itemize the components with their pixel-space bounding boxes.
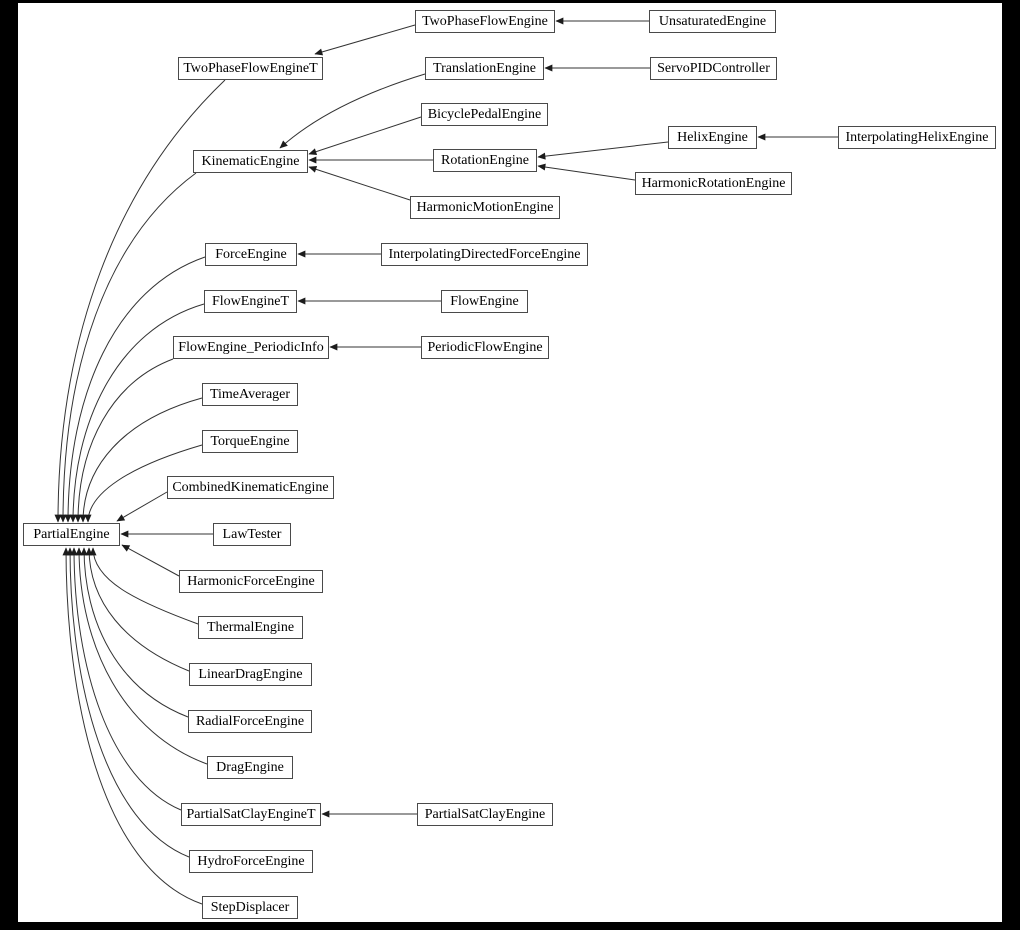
node-HarmonicMotionEngine[interactable]: HarmonicMotionEngine [410, 196, 560, 219]
node-BicyclePedalEngine[interactable]: BicyclePedalEngine [421, 103, 548, 126]
edge-TwoPhaseFlowEngine-TwoPhaseFlowEngineT [314, 24, 416, 56]
node-KinematicEngine[interactable]: KinematicEngine [193, 150, 308, 173]
node-RotationEngine[interactable]: RotationEngine [433, 149, 537, 172]
node-FlowEngine[interactable]: FlowEngine [441, 290, 528, 313]
edge-StepDisplacer-PartialEngine [62, 547, 203, 905]
node-HelixEngine[interactable]: HelixEngine [668, 126, 757, 149]
node-PartialSatClayEngine[interactable]: PartialSatClayEngine [417, 803, 553, 826]
node-TwoPhaseFlowEngine[interactable]: TwoPhaseFlowEngine [415, 10, 555, 33]
node-HydroForceEngine[interactable]: HydroForceEngine [189, 850, 313, 873]
node-HarmonicForceEngine[interactable]: HarmonicForceEngine [179, 570, 323, 593]
edge-TimeAverager-PartialEngine [79, 397, 203, 523]
node-TimeAverager[interactable]: TimeAverager [202, 383, 298, 406]
edge-HarmonicMotionEngine-KinematicEngine [308, 165, 411, 201]
node-FlowEngine_PeriodicInfo[interactable]: FlowEngine_PeriodicInfo [173, 336, 329, 359]
edge-FlowEngine_PeriodicInfo-PartialEngine [74, 358, 174, 523]
node-TorqueEngine[interactable]: TorqueEngine [202, 430, 298, 453]
node-ForceEngine[interactable]: ForceEngine [205, 243, 297, 266]
node-InterpolatingHelixEngine[interactable]: InterpolatingHelixEngine [838, 126, 996, 149]
node-PartialEngine[interactable]: PartialEngine [23, 523, 120, 546]
node-LinearDragEngine[interactable]: LinearDragEngine [189, 663, 312, 686]
edge-RadialForceEngine-PartialEngine [80, 547, 189, 718]
node-HarmonicRotationEngine[interactable]: HarmonicRotationEngine [635, 172, 792, 195]
edge-HarmonicForceEngine-PartialEngine [121, 544, 180, 577]
node-InterpolatingDirectedForceEngine[interactable]: InterpolatingDirectedForceEngine [381, 243, 588, 266]
node-TranslationEngine[interactable]: TranslationEngine [425, 57, 544, 80]
edge-HarmonicRotationEngine-RotationEngine [537, 163, 636, 181]
node-TwoPhaseFlowEngineT[interactable]: TwoPhaseFlowEngineT [178, 57, 323, 80]
node-PeriodicFlowEngine[interactable]: PeriodicFlowEngine [421, 336, 549, 359]
edge-HelixEngine-RotationEngine [537, 141, 669, 160]
edge-TwoPhaseFlowEngineT-PartialEngine [54, 79, 226, 523]
edge-HydroForceEngine-PartialEngine [66, 547, 190, 858]
edge-BicyclePedalEngine-KinematicEngine [308, 116, 422, 156]
node-ServoPIDController[interactable]: ServoPIDController [650, 57, 777, 80]
node-PartialSatClayEngineT[interactable]: PartialSatClayEngineT [181, 803, 321, 826]
node-LawTester[interactable]: LawTester [213, 523, 291, 546]
edge-TranslationEngine-KinematicEngine [279, 73, 426, 149]
node-FlowEngineT[interactable]: FlowEngineT [204, 290, 297, 313]
edge-PartialSatClayEngineT-PartialEngine [70, 547, 182, 811]
node-ThermalEngine[interactable]: ThermalEngine [198, 616, 303, 639]
edge-LinearDragEngine-PartialEngine [85, 547, 190, 672]
edge-CombinedKinematicEngine-PartialEngine [116, 491, 168, 522]
node-CombinedKinematicEngine[interactable]: CombinedKinematicEngine [167, 476, 334, 499]
node-DragEngine[interactable]: DragEngine [207, 756, 293, 779]
node-UnsaturatedEngine[interactable]: UnsaturatedEngine [649, 10, 776, 33]
node-RadialForceEngine[interactable]: RadialForceEngine [188, 710, 312, 733]
node-StepDisplacer[interactable]: StepDisplacer [202, 896, 298, 919]
